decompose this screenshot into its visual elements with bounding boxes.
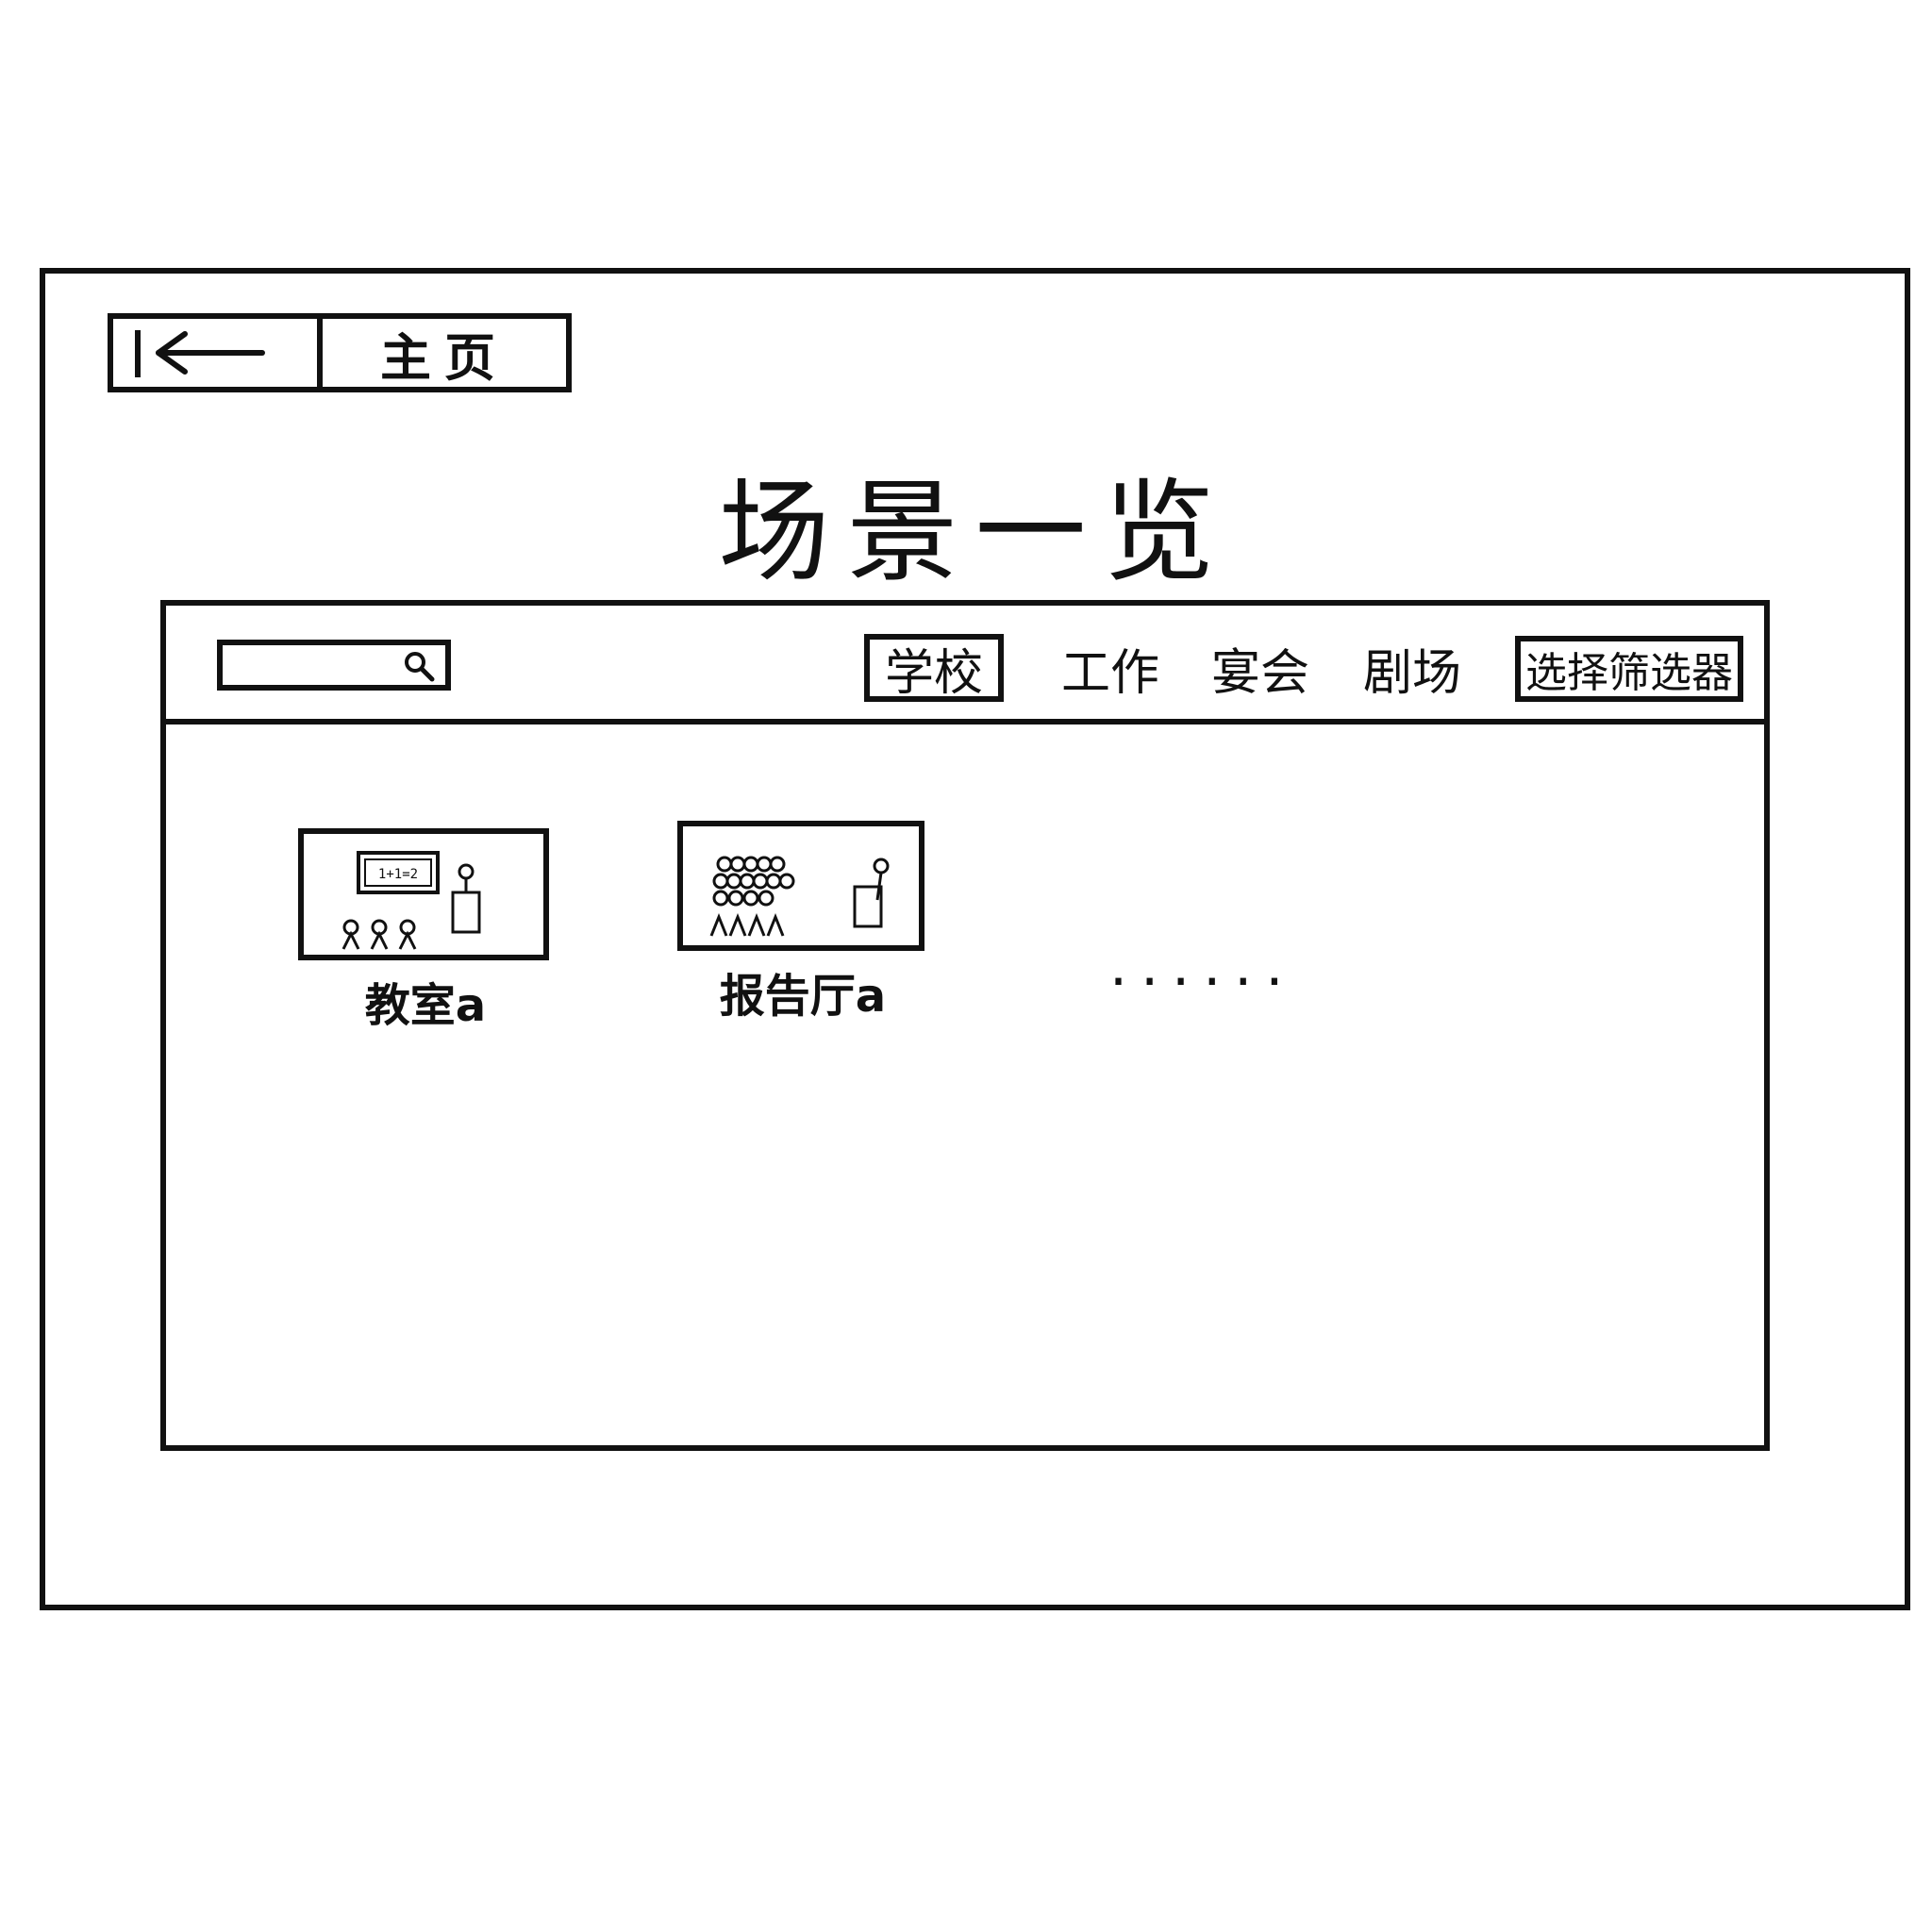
app-window: 主页 场景一览 学校 工作 宴会 剧场 选择筛选器 bbox=[40, 268, 1910, 1610]
tab-theater[interactable]: 剧场 bbox=[1362, 644, 1461, 702]
home-button[interactable]: 主页 bbox=[380, 327, 508, 388]
scene-thumbnail bbox=[677, 821, 924, 951]
scene-label: 教室a bbox=[364, 979, 487, 1032]
search-input[interactable] bbox=[223, 645, 413, 687]
search-icon[interactable] bbox=[402, 649, 436, 683]
classroom-illustration: 1+1=2 bbox=[341, 851, 481, 950]
top-nav-bar: 主页 bbox=[108, 313, 572, 392]
scene-card-auditorium[interactable]: 报告厅a bbox=[677, 821, 928, 1024]
filter-button[interactable]: 选择筛选器 bbox=[1515, 636, 1743, 702]
left-arrow-icon bbox=[135, 330, 265, 377]
tab-work[interactable]: 工作 bbox=[1060, 644, 1159, 702]
search-box[interactable] bbox=[217, 640, 451, 691]
more-indicator: ······ bbox=[1109, 949, 1297, 1015]
scene-panel: 学校 工作 宴会 剧场 选择筛选器 1+1=2 bbox=[160, 600, 1770, 1451]
back-button[interactable] bbox=[113, 319, 323, 387]
panel-toolbar: 学校 工作 宴会 剧场 选择筛选器 bbox=[166, 606, 1764, 724]
scene-card-classroom[interactable]: 1+1=2 教室a bbox=[298, 828, 553, 1032]
auditorium-illustration bbox=[709, 856, 890, 937]
tab-banquet[interactable]: 宴会 bbox=[1210, 644, 1309, 702]
scene-thumbnail: 1+1=2 bbox=[298, 828, 549, 960]
tab-school[interactable]: 学校 bbox=[864, 634, 1004, 702]
scene-label: 报告厅a bbox=[719, 970, 887, 1023]
blackboard-text: 1+1=2 bbox=[378, 867, 418, 882]
page-title: 场景一览 bbox=[718, 467, 1232, 597]
